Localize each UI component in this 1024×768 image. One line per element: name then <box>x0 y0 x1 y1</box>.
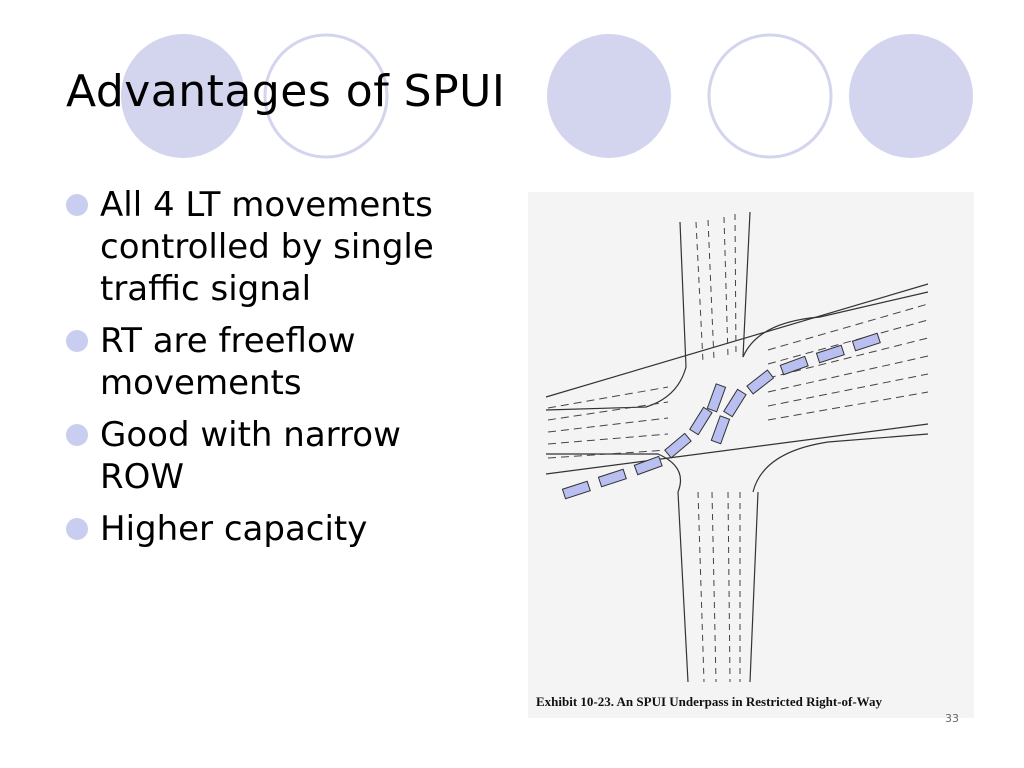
bullet-item: Higher capacity <box>62 508 442 550</box>
bullet-item: Good with narrow ROW <box>62 414 442 498</box>
bullet-icon <box>66 518 88 540</box>
horizontal-road-edge <box>545 283 929 398</box>
bullet-text: Good with narrow ROW <box>100 415 401 497</box>
vehicle-shape <box>561 480 591 500</box>
decorative-circles <box>121 33 973 159</box>
deco-circle-filled <box>121 34 245 158</box>
bullet-icon <box>66 330 88 352</box>
vertical-road-edge <box>752 433 929 493</box>
vehicle-shape <box>664 432 692 459</box>
vertical-road-edge <box>677 491 689 683</box>
vehicle-shape <box>597 468 627 488</box>
vertical-road-edge <box>545 221 687 411</box>
slide-number: 33 <box>945 712 959 725</box>
deco-circle-outline <box>263 33 389 159</box>
bullet-text: Higher capacity <box>100 509 368 549</box>
vehicle-shape <box>706 383 727 413</box>
vertical-road-edge <box>546 453 682 493</box>
deco-circle-filled <box>849 34 973 158</box>
figure-caption: Exhibit 10-23. An SPUI Underpass in Rest… <box>536 694 882 709</box>
vertical-road-edge <box>749 491 759 683</box>
vehicle-shape <box>851 332 881 352</box>
bullet-icon <box>66 424 88 446</box>
vertical-road-edge <box>742 211 929 358</box>
vehicle-shape <box>779 355 809 376</box>
spui-diagram <box>545 211 929 683</box>
bullet-icon <box>66 194 88 216</box>
vehicle-shape <box>633 455 663 476</box>
vehicle-shape <box>815 344 845 364</box>
spui-diagram-figure: Exhibit 10-23. An SPUI Underpass in Rest… <box>528 192 974 718</box>
vehicle-shape <box>723 388 747 418</box>
vehicle-shape <box>689 406 713 436</box>
horizontal-road-edge <box>545 423 929 475</box>
bullet-text: All 4 LT movements controlled by single … <box>100 185 434 309</box>
bullet-text: RT are freeflow movements <box>100 321 356 403</box>
slide-title: Advantages of SPUI <box>66 66 506 117</box>
bullet-item: All 4 LT movements controlled by single … <box>62 184 442 310</box>
bullet-item: RT are freeflow movements <box>62 320 442 404</box>
deco-circle-filled <box>547 34 671 158</box>
bullet-list: All 4 LT movements controlled by single … <box>62 184 442 560</box>
deco-circle-outline <box>707 33 833 159</box>
vehicle-shape <box>746 369 775 395</box>
vehicle-shape <box>710 415 731 445</box>
